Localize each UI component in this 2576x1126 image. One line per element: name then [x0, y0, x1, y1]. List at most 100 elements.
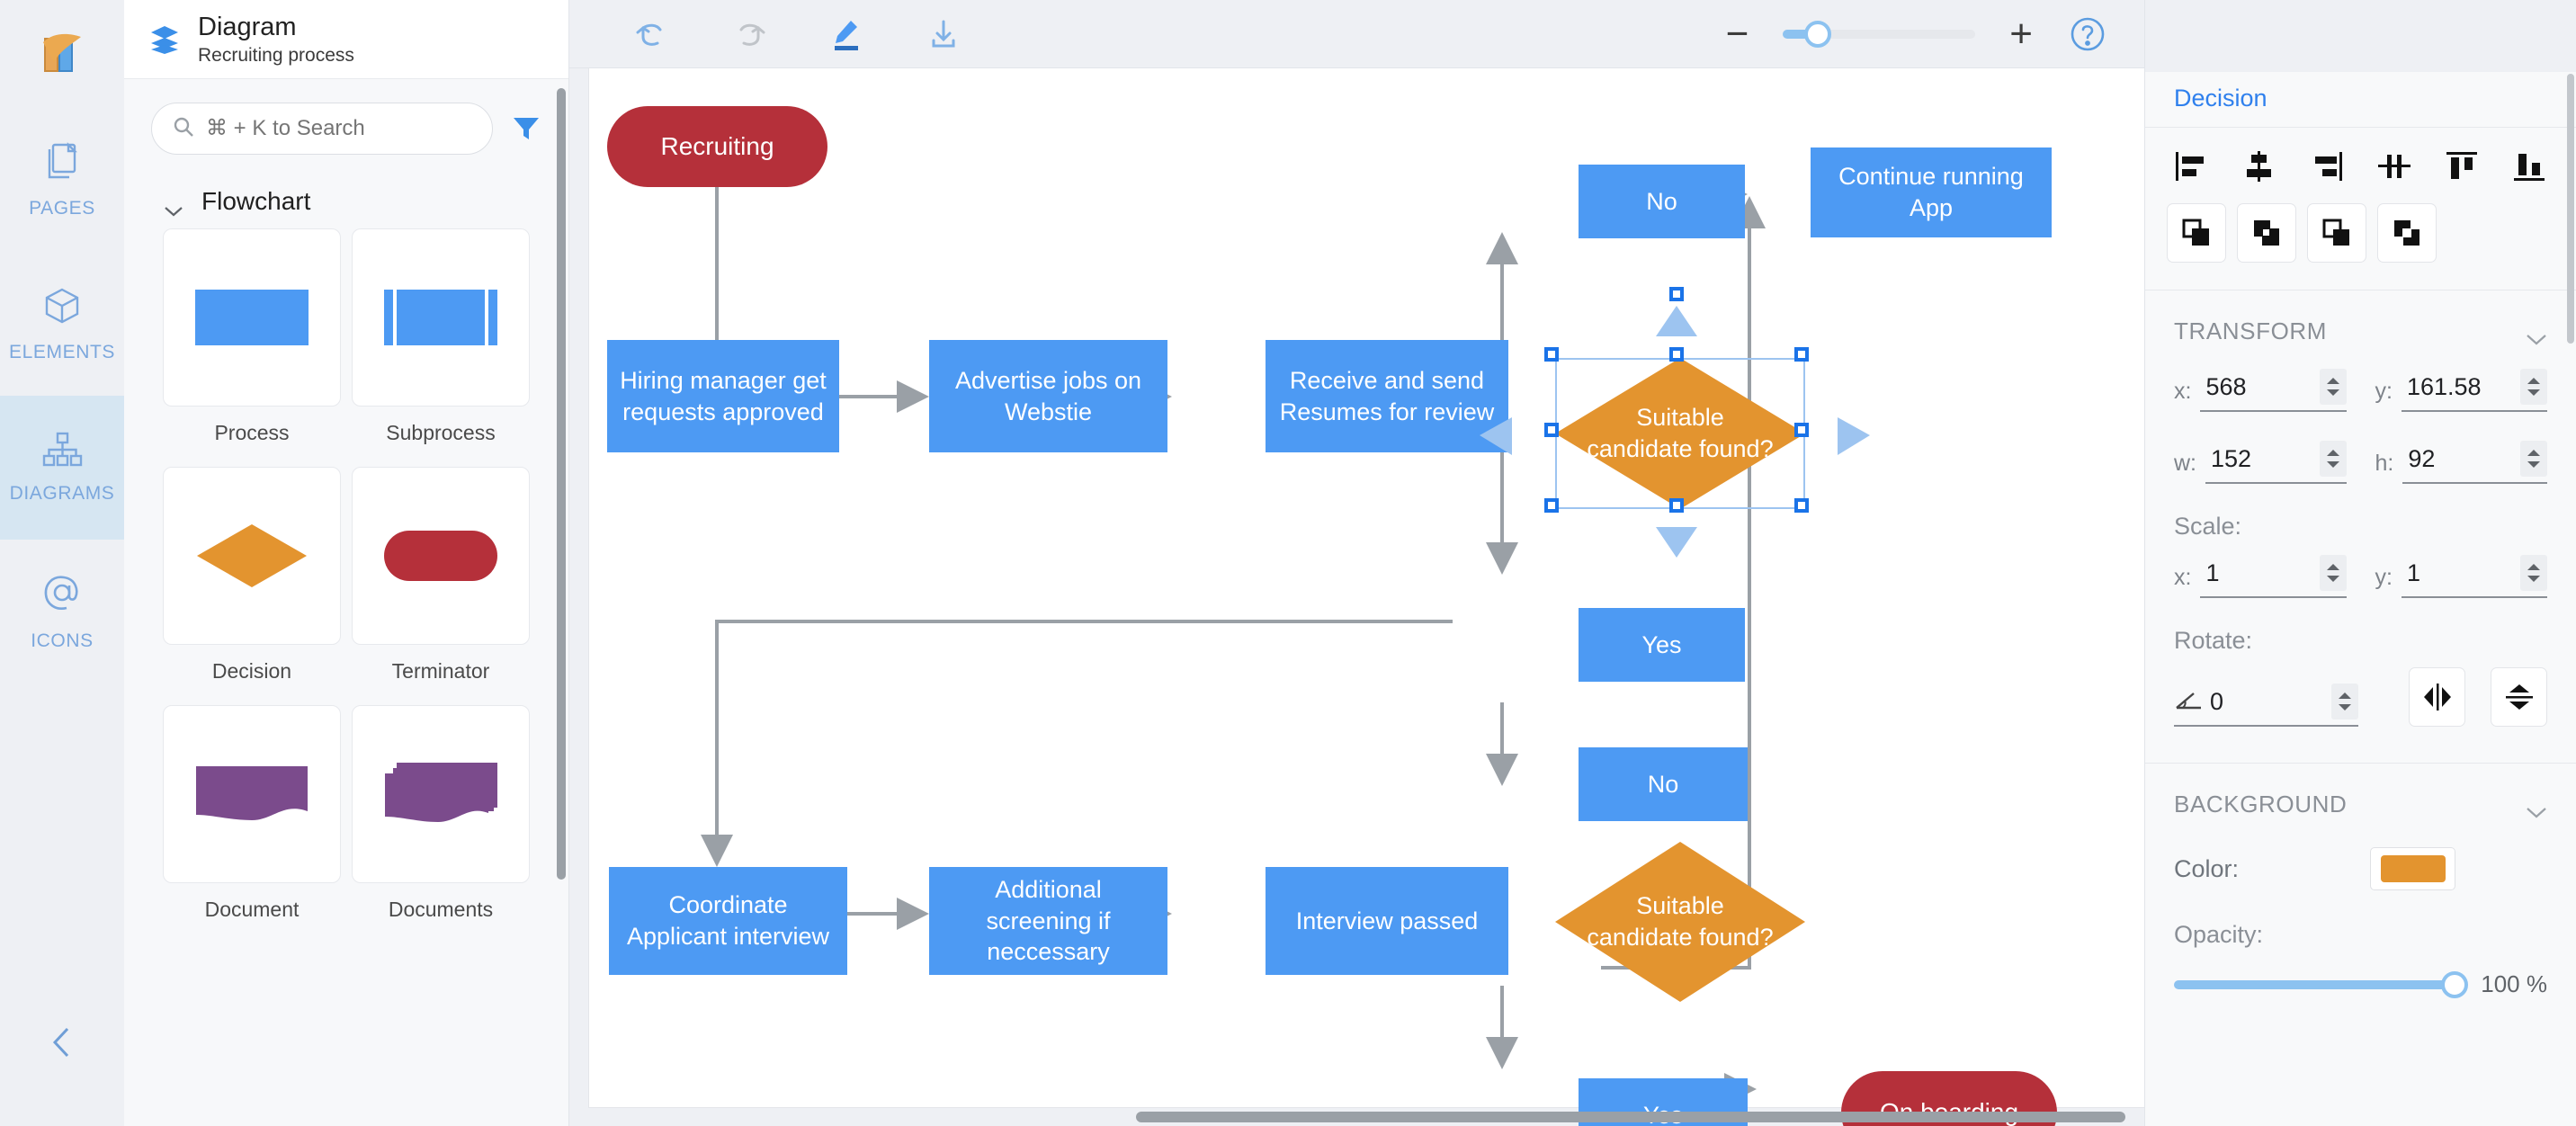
h-stepper[interactable] — [2520, 441, 2547, 477]
resize-handle-e[interactable] — [1794, 423, 1809, 437]
connect-arrow-up-icon[interactable] — [1632, 304, 1731, 342]
opacity-slider[interactable] — [2174, 970, 2469, 998]
rotate-stepper[interactable] — [2331, 684, 2358, 719]
app-logo[interactable] — [0, 0, 124, 108]
shape-item-terminator[interactable]: Terminator — [349, 467, 532, 705]
w-input[interactable]: 152 — [2211, 444, 2252, 472]
inspector-scrollbar[interactable] — [2567, 74, 2574, 344]
shape-item-decision[interactable]: Decision — [160, 467, 344, 705]
node-advertise-jobs[interactable]: Advertise jobs on Webstie — [929, 340, 1167, 452]
canvas-viewport[interactable]: Recruiting Hiring manager get requests a… — [569, 68, 2144, 1126]
connect-arrow-right-icon[interactable] — [1834, 412, 1874, 466]
node-label: Recruiting — [660, 132, 774, 161]
h-input[interactable]: 92 — [2408, 444, 2436, 472]
node-receive-resumes[interactable]: Receive and send Resumes for review — [1266, 340, 1508, 452]
panel-scrollbar[interactable] — [557, 88, 566, 1126]
intersect-icon[interactable] — [2307, 203, 2366, 263]
rotate-input-wrap[interactable]: 0 — [2174, 682, 2358, 727]
collapse-panel-button[interactable] — [0, 1022, 124, 1063]
subtract-icon[interactable] — [2237, 203, 2296, 263]
zoom-slider-knob[interactable] — [1804, 21, 1832, 48]
y-stepper[interactable] — [2520, 369, 2547, 405]
undo-icon[interactable] — [632, 14, 672, 54]
chevron-down-icon[interactable] — [2526, 325, 2547, 345]
node-interview-passed[interactable]: Interview passed — [1266, 867, 1508, 975]
align-bottom-icon[interactable] — [2504, 144, 2554, 189]
shape-item-subprocess[interactable]: Subprocess — [349, 228, 532, 467]
resize-handle-nw[interactable] — [1544, 347, 1559, 362]
node-continue-running-app[interactable]: Continue running App — [1811, 147, 2052, 237]
x-stepper[interactable] — [2319, 369, 2347, 405]
color-swatch-button[interactable] — [2370, 847, 2455, 890]
node-label: Additional screening if neccessary — [986, 876, 1111, 966]
node-additional-screening[interactable]: Additional screening if neccessary — [929, 867, 1167, 975]
y-input[interactable]: 161.58 — [2406, 372, 2482, 400]
pen-icon[interactable] — [827, 14, 866, 54]
x-input-wrap[interactable]: 568 — [2200, 367, 2347, 412]
resize-handle-top-outer[interactable] — [1669, 287, 1684, 301]
background-section-header[interactable]: BACKGROUND — [2145, 764, 2576, 840]
layers-icon — [148, 22, 182, 57]
h-input-wrap[interactable]: 92 — [2402, 439, 2547, 484]
node-no-2[interactable]: No — [1579, 747, 1748, 821]
w-stepper[interactable] — [2319, 441, 2347, 477]
opacity-slider-knob[interactable] — [2441, 970, 2469, 998]
distribute-h-icon[interactable] — [2369, 144, 2419, 189]
scale-x-input[interactable]: 1 — [2205, 559, 2220, 586]
search-input[interactable] — [206, 116, 472, 141]
zoom-slider[interactable] — [1783, 21, 1976, 48]
scale-y-input[interactable]: 1 — [2406, 559, 2420, 586]
scale-x-stepper[interactable] — [2319, 555, 2347, 591]
rotate-input[interactable]: 0 — [2210, 687, 2224, 715]
filter-icon[interactable] — [511, 113, 541, 144]
help-circle-icon[interactable] — [2067, 13, 2108, 55]
scale-y-input-wrap[interactable]: 1 — [2401, 553, 2547, 598]
sidebar-item-diagrams[interactable]: DIAGRAMS — [0, 396, 124, 540]
scale-y-stepper[interactable] — [2520, 555, 2547, 591]
align-right-icon[interactable] — [2302, 144, 2352, 189]
resize-handle-w[interactable] — [1544, 423, 1559, 437]
scale-x-input-wrap[interactable]: 1 — [2200, 553, 2347, 598]
y-input-wrap[interactable]: 161.58 — [2401, 367, 2547, 412]
panel-scrollbar-thumb[interactable] — [557, 88, 566, 880]
zoom-out-button[interactable]: − — [1725, 12, 1749, 56]
node-hiring-manager[interactable]: Hiring manager get requests approved — [607, 340, 839, 452]
shape-group-flowchart[interactable]: Flowchart — [124, 164, 568, 228]
resize-handle-s[interactable] — [1669, 498, 1684, 513]
canvas-horizontal-scrollbar[interactable] — [569, 1112, 2144, 1122]
zoom-in-button[interactable]: + — [2009, 12, 2033, 56]
union-icon[interactable] — [2167, 203, 2226, 263]
transform-section-header[interactable]: TRANSFORM — [2145, 290, 2576, 367]
sidebar-item-icons[interactable]: ICONS — [0, 540, 124, 684]
resize-handle-n[interactable] — [1669, 347, 1684, 362]
redo-icon[interactable] — [729, 14, 769, 54]
align-left-icon[interactable] — [2167, 144, 2217, 189]
flip-vertical-icon[interactable] — [2491, 667, 2547, 727]
diagram-canvas[interactable]: Recruiting Hiring manager get requests a… — [589, 68, 2144, 1126]
shape-item-documents[interactable]: Documents — [349, 705, 532, 943]
search-box[interactable] — [151, 103, 493, 155]
align-top-icon[interactable] — [2437, 144, 2487, 189]
align-center-h-icon[interactable] — [2234, 144, 2285, 189]
connect-arrow-down-icon[interactable] — [1632, 522, 1731, 559]
resize-handle-sw[interactable] — [1544, 498, 1559, 513]
exclude-icon[interactable] — [2377, 203, 2437, 263]
node-coordinate-interview[interactable]: Coordinate Applicant interview — [609, 867, 847, 975]
flip-horizontal-icon[interactable] — [2409, 667, 2465, 727]
node-no-1[interactable]: No — [1579, 165, 1745, 238]
resize-handle-se[interactable] — [1794, 498, 1809, 513]
connect-arrow-left-icon[interactable] — [1476, 412, 1516, 466]
shape-item-document[interactable]: Document — [160, 705, 344, 943]
sidebar-item-pages[interactable]: PAGES — [0, 108, 124, 252]
w-input-wrap[interactable]: 152 — [2205, 439, 2347, 484]
node-recruiting[interactable]: Recruiting — [607, 106, 827, 187]
download-icon[interactable] — [924, 14, 963, 54]
icon-rail: PAGES ELEMENTS DIAGRAMS — [0, 0, 124, 1126]
node-yes-1[interactable]: Yes — [1579, 608, 1745, 682]
shape-item-process[interactable]: Process — [160, 228, 344, 467]
x-input[interactable]: 568 — [2205, 372, 2247, 400]
sidebar-item-elements[interactable]: ELEMENTS — [0, 252, 124, 396]
chevron-down-icon[interactable] — [2526, 798, 2547, 818]
resize-handle-ne[interactable] — [1794, 347, 1809, 362]
canvas-scrollbar-thumb[interactable] — [1136, 1112, 2125, 1122]
